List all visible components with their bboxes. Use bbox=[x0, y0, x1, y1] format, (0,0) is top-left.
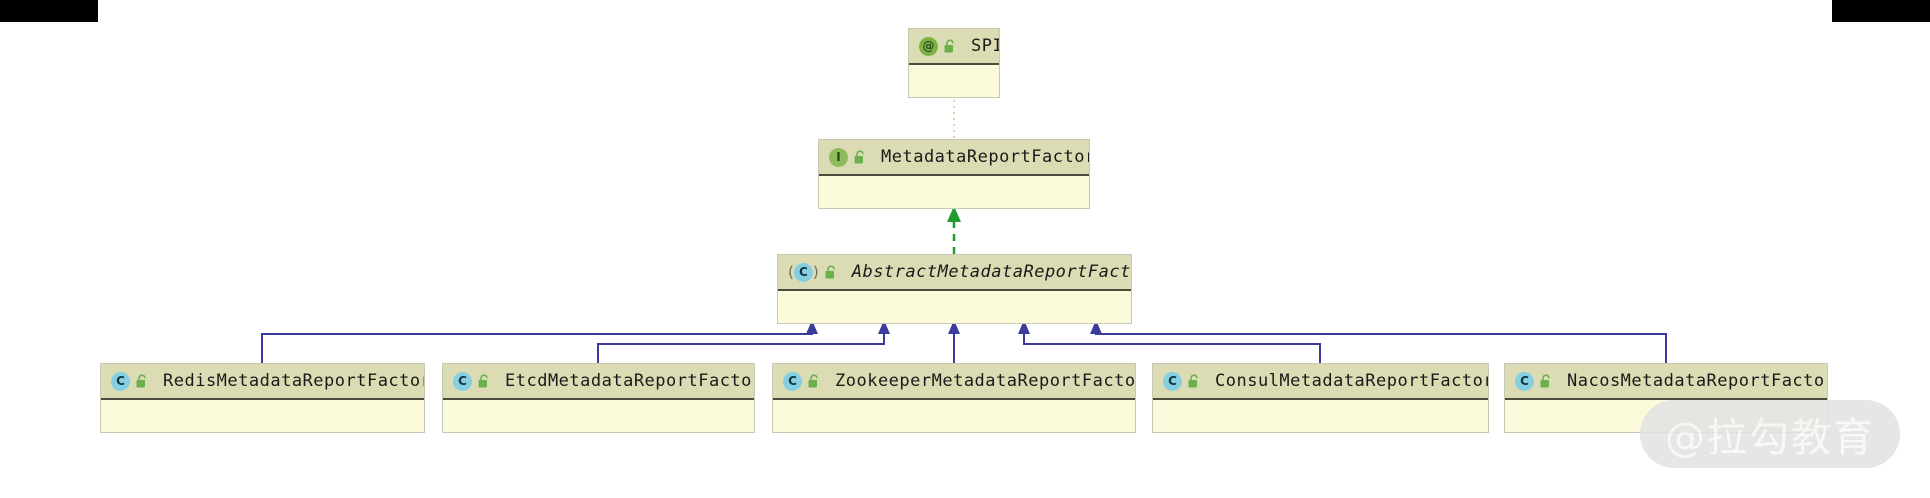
unlocked-lock-icon bbox=[824, 264, 838, 280]
class-icon: C bbox=[1515, 371, 1534, 391]
abstract-marker-close: ) bbox=[812, 263, 819, 281]
uml-node-nacos-metadata-report-factory[interactable]: C NacosMetadataReportFactory bbox=[1504, 363, 1828, 433]
uml-node-header: C ConsulMetadataReportFactory bbox=[1153, 364, 1488, 400]
uml-node-members bbox=[1153, 400, 1488, 432]
uml-node-header: C ZookeeperMetadataReportFactory bbox=[773, 364, 1135, 400]
uml-node-members bbox=[443, 400, 754, 432]
unlocked-lock-icon bbox=[943, 38, 957, 54]
uml-node-abstract-metadata-report-factory[interactable]: (C) AbstractMetadataReportFactory bbox=[777, 254, 1132, 324]
unlocked-lock-icon bbox=[807, 373, 821, 389]
uml-node-members bbox=[773, 400, 1135, 432]
class-icon: C bbox=[1163, 371, 1182, 391]
class-icon: C bbox=[783, 371, 802, 391]
uml-node-header: I MetadataReportFactory bbox=[819, 140, 1089, 176]
unlocked-lock-icon bbox=[477, 373, 491, 389]
uml-node-header: (C) AbstractMetadataReportFactory bbox=[778, 255, 1131, 291]
uml-node-header: C NacosMetadataReportFactory bbox=[1505, 364, 1827, 400]
edge-redis-extends-abstract bbox=[261, 320, 818, 363]
annotation-icon: @ bbox=[919, 36, 938, 56]
uml-node-members bbox=[101, 400, 424, 432]
uml-node-header: @ SPI bbox=[909, 29, 999, 65]
uml-node-metadata-report-factory[interactable]: I MetadataReportFactory bbox=[818, 139, 1090, 209]
unlocked-lock-icon bbox=[853, 149, 867, 165]
uml-node-title: ZookeeperMetadataReportFactory bbox=[835, 371, 1135, 391]
uml-node-consul-metadata-report-factory[interactable]: C ConsulMetadataReportFactory bbox=[1152, 363, 1489, 433]
edge-nacos-extends-abstract bbox=[1090, 320, 1667, 363]
uml-node-title: ConsulMetadataReportFactory bbox=[1215, 371, 1488, 391]
watermark: @拉勾教育 bbox=[1640, 400, 1900, 468]
class-icon: C bbox=[453, 371, 472, 391]
unlocked-lock-icon bbox=[1539, 373, 1553, 389]
uml-node-title: AbstractMetadataReportFactory bbox=[851, 262, 1131, 282]
edge-zookeeper-extends-abstract bbox=[948, 320, 960, 363]
uml-node-etcd-metadata-report-factory[interactable]: C EtcdMetadataReportFactory bbox=[442, 363, 755, 433]
uml-node-members bbox=[778, 291, 1131, 323]
abstract-marker-open: ( bbox=[788, 263, 794, 281]
uml-node-title: RedisMetadataReportFactory bbox=[163, 371, 424, 391]
uml-node-title: SPI bbox=[971, 36, 999, 56]
uml-node-members bbox=[909, 65, 999, 97]
top-right-bar bbox=[1832, 0, 1930, 22]
edge-etcd-extends-abstract bbox=[597, 320, 890, 363]
edge-abstract-realizes-interface bbox=[947, 206, 961, 254]
unlocked-lock-icon bbox=[1187, 373, 1201, 389]
uml-node-spi[interactable]: @ SPI bbox=[908, 28, 1000, 98]
top-left-bar bbox=[0, 0, 98, 22]
uml-node-title: EtcdMetadataReportFactory bbox=[505, 371, 754, 391]
watermark-text: @拉勾教育 bbox=[1665, 415, 1875, 461]
interface-icon: I bbox=[829, 147, 848, 167]
uml-node-title: NacosMetadataReportFactory bbox=[1567, 371, 1827, 391]
uml-node-members bbox=[819, 176, 1089, 208]
uml-node-redis-metadata-report-factory[interactable]: C RedisMetadataReportFactory bbox=[100, 363, 425, 433]
class-icon: C bbox=[111, 371, 130, 391]
uml-node-header: C RedisMetadataReportFactory bbox=[101, 364, 424, 400]
uml-node-header: C EtcdMetadataReportFactory bbox=[443, 364, 754, 400]
uml-node-zookeeper-metadata-report-factory[interactable]: C ZookeeperMetadataReportFactory bbox=[772, 363, 1136, 433]
uml-node-title: MetadataReportFactory bbox=[881, 147, 1089, 167]
unlocked-lock-icon bbox=[135, 373, 149, 389]
abstract-class-icon: C bbox=[793, 262, 813, 282]
edge-consul-extends-abstract bbox=[1018, 320, 1321, 363]
